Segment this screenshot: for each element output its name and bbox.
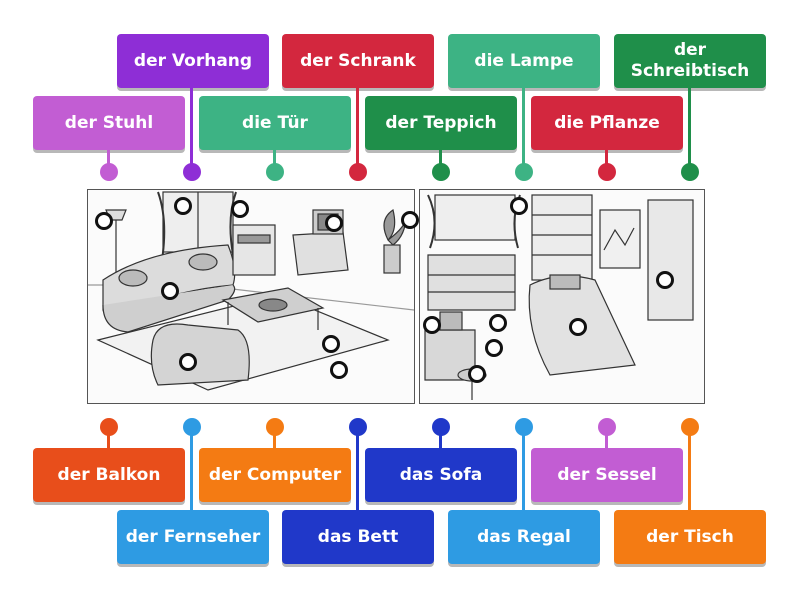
label-tile-der-vorhang[interactable]: der Vorhang bbox=[117, 34, 269, 88]
stem bbox=[605, 150, 608, 170]
pin-dot bbox=[100, 163, 118, 181]
label-tile-der-balkon[interactable]: der Balkon bbox=[33, 448, 185, 502]
stem bbox=[190, 88, 193, 170]
living-room-drawing bbox=[88, 191, 414, 391]
drop-target-marker[interactable] bbox=[161, 282, 179, 300]
pin-dot bbox=[100, 418, 118, 436]
stem bbox=[522, 430, 525, 510]
label-text: die Tür bbox=[242, 112, 308, 133]
label-tile-die-tuer[interactable]: die Tür bbox=[199, 96, 351, 150]
drop-target-marker[interactable] bbox=[325, 214, 343, 232]
bedroom-illustration bbox=[419, 189, 705, 404]
stem bbox=[439, 150, 442, 170]
label-text: der Balkon bbox=[57, 464, 161, 485]
label-tile-der-sessel[interactable]: der Sessel bbox=[531, 448, 683, 502]
drop-target-marker[interactable] bbox=[468, 365, 486, 383]
label-text: der Vorhang bbox=[133, 50, 253, 71]
drop-target-marker[interactable] bbox=[401, 211, 419, 229]
pin-dot bbox=[598, 163, 616, 181]
drop-target-marker[interactable] bbox=[95, 212, 113, 230]
stem bbox=[688, 88, 691, 170]
living-room-illustration bbox=[87, 189, 415, 404]
label-tile-das-bett[interactable]: das Bett bbox=[282, 510, 434, 564]
pin-dot bbox=[432, 418, 450, 436]
stem bbox=[190, 430, 193, 510]
label-text: der Schreibtisch bbox=[630, 40, 750, 81]
pin-dot bbox=[515, 418, 533, 436]
drop-target-marker[interactable] bbox=[510, 197, 528, 215]
pin-dot bbox=[349, 418, 367, 436]
stem bbox=[439, 430, 442, 448]
label-text: der Stuhl bbox=[64, 112, 154, 133]
label-tile-das-sofa[interactable]: das Sofa bbox=[365, 448, 517, 502]
drop-target-marker[interactable] bbox=[330, 361, 348, 379]
label-tile-die-pflanze[interactable]: die Pflanze bbox=[531, 96, 683, 150]
label-text: die Pflanze bbox=[554, 112, 660, 133]
drop-target-marker[interactable] bbox=[656, 271, 674, 289]
label-text: das Sofa bbox=[399, 464, 483, 485]
pin-dot bbox=[515, 163, 533, 181]
pin-dot bbox=[681, 418, 699, 436]
stem bbox=[605, 430, 608, 448]
label-text: der Tisch bbox=[646, 526, 734, 547]
label-text: das Regal bbox=[477, 526, 571, 547]
drop-target-marker[interactable] bbox=[231, 200, 249, 218]
label-tile-der-fernseher[interactable]: der Fernseher bbox=[117, 510, 269, 564]
label-text: der Sessel bbox=[557, 464, 657, 485]
pin-dot bbox=[681, 163, 699, 181]
label-text: der Schrank bbox=[300, 50, 416, 71]
pin-dot bbox=[266, 163, 284, 181]
label-tile-der-computer[interactable]: der Computer bbox=[199, 448, 351, 502]
drop-target-marker[interactable] bbox=[174, 197, 192, 215]
label-tile-die-lampe[interactable]: die Lampe bbox=[448, 34, 600, 88]
pin-dot bbox=[183, 163, 201, 181]
label-tile-der-schrank[interactable]: der Schrank bbox=[282, 34, 434, 88]
label-tile-der-schreibtisch[interactable]: der Schreibtisch bbox=[614, 34, 766, 88]
stem bbox=[522, 88, 525, 170]
stem bbox=[273, 150, 276, 170]
label-text: der Computer bbox=[208, 464, 342, 485]
drop-target-marker[interactable] bbox=[489, 314, 507, 332]
drop-target-marker[interactable] bbox=[423, 316, 441, 334]
stem bbox=[688, 430, 691, 510]
label-tile-der-teppich[interactable]: der Teppich bbox=[365, 96, 517, 150]
pin-dot bbox=[266, 418, 284, 436]
stem bbox=[356, 430, 359, 510]
drop-target-marker[interactable] bbox=[179, 353, 197, 371]
pin-dot bbox=[432, 163, 450, 181]
label-tile-der-stuhl[interactable]: der Stuhl bbox=[33, 96, 185, 150]
stem bbox=[356, 88, 359, 170]
drop-target-marker[interactable] bbox=[322, 335, 340, 353]
label-text: das Bett bbox=[317, 526, 399, 547]
label-tile-der-tisch[interactable]: der Tisch bbox=[614, 510, 766, 564]
label-text: die Lampe bbox=[474, 50, 574, 71]
label-text: der Fernseher bbox=[125, 526, 261, 547]
stem bbox=[107, 430, 110, 448]
drop-target-marker[interactable] bbox=[569, 318, 587, 336]
bedroom-drawing bbox=[424, 194, 694, 400]
label-tile-das-regal[interactable]: das Regal bbox=[448, 510, 600, 564]
pin-dot bbox=[183, 418, 201, 436]
pin-dot bbox=[598, 418, 616, 436]
pin-dot bbox=[349, 163, 367, 181]
label-text: der Teppich bbox=[385, 112, 497, 133]
drop-target-marker[interactable] bbox=[485, 339, 503, 357]
stem bbox=[273, 430, 276, 448]
stem bbox=[107, 150, 110, 170]
